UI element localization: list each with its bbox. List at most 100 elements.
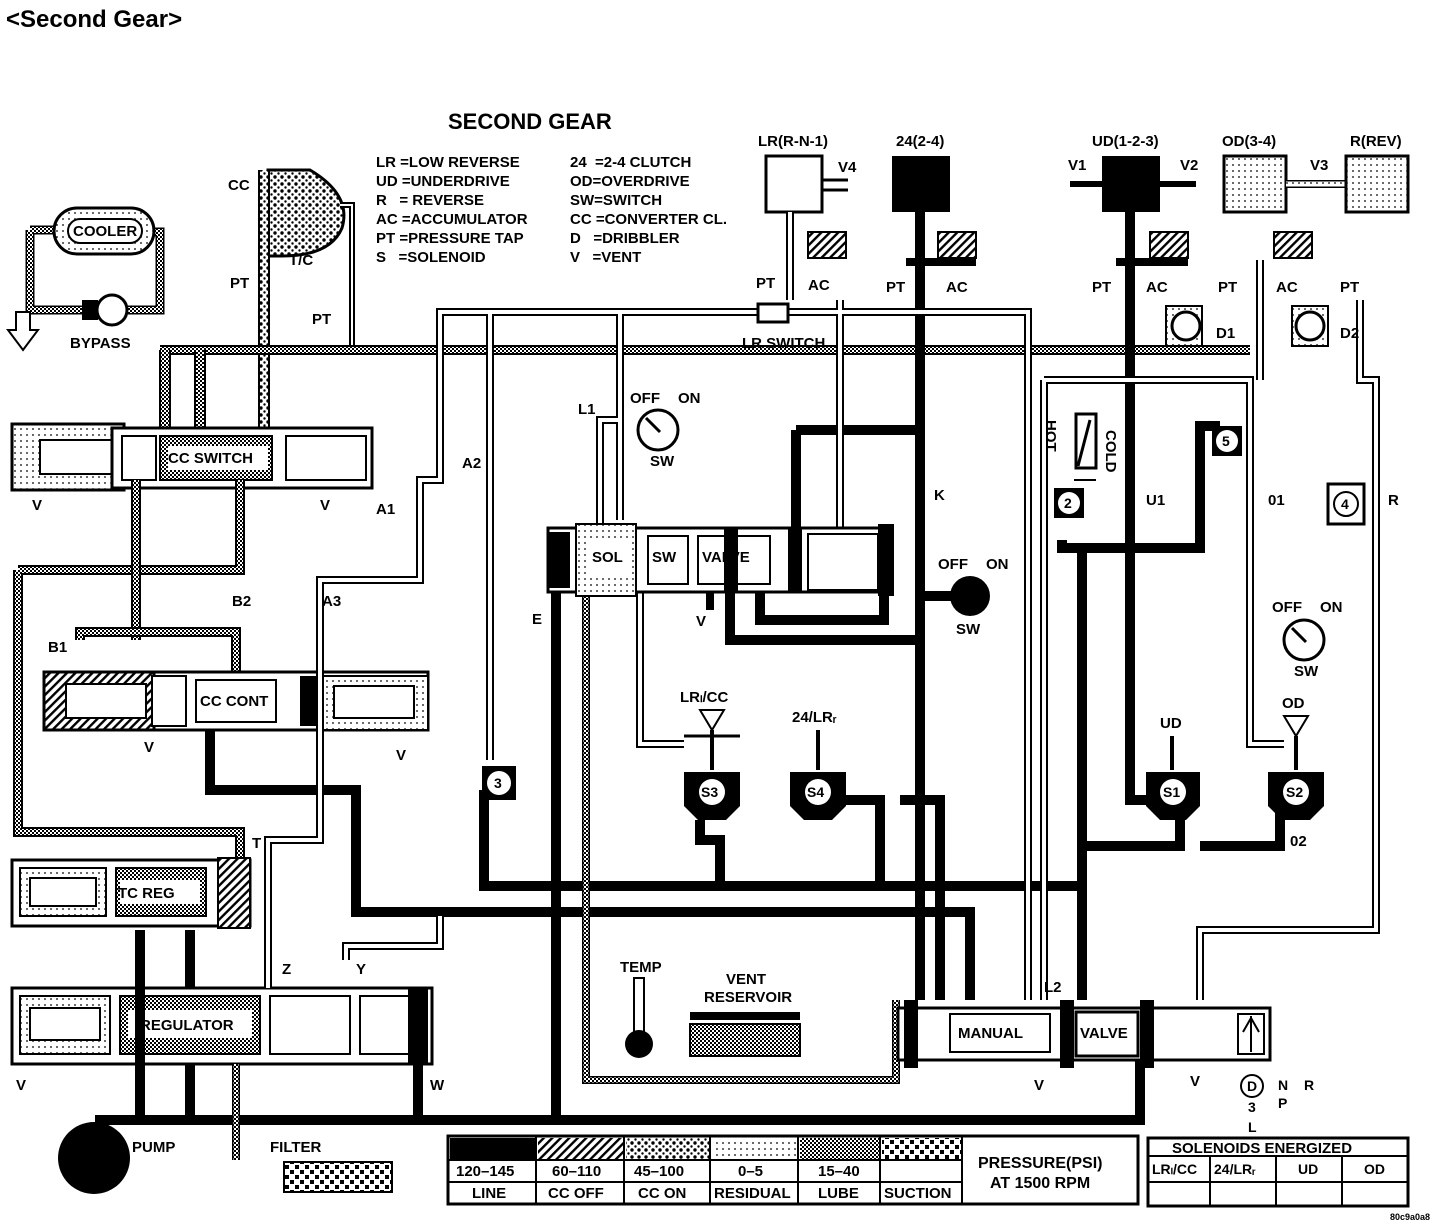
pressure-switch-k: OFF ON SW <box>938 556 1009 638</box>
shift-pos-r: R <box>1304 1077 1314 1093</box>
passage-a3: A3 <box>322 593 341 610</box>
switch-sw-2: SW <box>956 621 981 638</box>
sol-table-col-1: LRₗ/CC <box>1152 1161 1197 1177</box>
check-ball-2: 2 <box>1054 488 1084 518</box>
passage-a1: A1 <box>376 501 395 518</box>
cc-cont-label: CC CONT <box>200 693 268 710</box>
vent-label-v2: V2 <box>1180 157 1198 174</box>
passage-y: Y <box>356 961 366 978</box>
cc-switch-label: CC SWITCH <box>168 450 253 467</box>
clutch-lr-label: LR(R-N-1) <box>758 133 828 150</box>
switch-on-1: ON <box>678 390 701 407</box>
check-ball-2-label: 2 <box>1064 495 1072 511</box>
pt-label-rev: PT <box>1340 279 1359 296</box>
abbr-right-6: V =VENT <box>570 249 641 266</box>
abbr-left-3: R = REVERSE <box>376 192 484 209</box>
cc-label: CC <box>228 177 250 194</box>
solenoid-s4-label: 24/LRᵣ <box>792 709 837 726</box>
abbr-left-5: PT =PRESSURE TAP <box>376 230 524 247</box>
line-pressure-circuit <box>95 160 1285 1160</box>
tc-reg-label: TC REG <box>118 885 175 902</box>
abbr-left-4: AC =ACCUMULATOR <box>376 211 528 228</box>
vent-label-man-2: V <box>1190 1073 1200 1090</box>
switch-off-1: OFF <box>630 390 660 407</box>
vent-label-ssv: V <box>696 613 706 630</box>
solenoid-s1: UD S1 <box>1146 715 1200 820</box>
ac-label-24: AC <box>946 279 968 296</box>
page-title: <Second Gear> <box>6 6 182 33</box>
passage-u1: U1 <box>1146 492 1165 509</box>
abbreviation-key: LR =LOW REVERSE UD =UNDERDRIVE R = REVER… <box>376 154 727 266</box>
switch-on-2: ON <box>986 556 1009 573</box>
clutch-lr: LR(R-N-1) V4 PT AC LR SWITCH <box>742 133 857 352</box>
clutch-rev: R(REV) PT D2 <box>1291 133 1410 347</box>
pump: PUMP <box>58 1122 175 1194</box>
temperature-sensor: TEMP <box>620 959 662 1058</box>
switch-sw-1: SW <box>650 453 675 470</box>
legend-title-1: PRESSURE(PSI) <box>978 1155 1102 1172</box>
check-ball-3: 3 <box>482 766 516 800</box>
shift-pos-p: P <box>1278 1095 1287 1111</box>
cooler-label: COOLER <box>73 223 137 240</box>
switch-off-3: OFF <box>1272 599 1302 616</box>
filter: FILTER <box>270 1139 393 1193</box>
check-ball-5: 5 <box>1212 426 1242 456</box>
clutch-od: OD(3-4) V3 PT AC D1 <box>1165 133 1346 347</box>
filter-label: FILTER <box>270 1139 322 1156</box>
shift-pos-d: D <box>1247 1078 1257 1094</box>
vent-label-ccc-2: V <box>396 747 406 764</box>
legend-range-lube: 15–40 <box>818 1163 860 1180</box>
solenoid-s3-id: S3 <box>701 784 718 800</box>
pt-label-tc-right: PT <box>312 311 331 328</box>
vent-label-v4: V4 <box>838 159 857 176</box>
passage-r: R <box>1388 492 1399 509</box>
passage-z: Z <box>282 961 291 978</box>
ac-label-lr: AC <box>808 277 830 294</box>
passage-b1: B1 <box>48 639 67 656</box>
pt-label-ud: PT <box>1092 279 1111 296</box>
hot-label: HOT <box>1042 420 1059 452</box>
dribbler-d2: D2 <box>1340 325 1359 342</box>
abbr-right-4: CC =CONVERTER CL. <box>570 211 727 228</box>
sol-table-col-4: OD <box>1364 1161 1385 1177</box>
pt-label-24: PT <box>886 279 905 296</box>
legend-name-ccoff: CC OFF <box>548 1185 604 1202</box>
vent-reservoir-label-2: RESERVOIR <box>704 989 792 1006</box>
drain-arrow-icon <box>6 311 40 352</box>
pressure-regulator-valve: REGULATOR V Z Y W <box>10 961 445 1094</box>
legend-name-suction: SUCTION <box>884 1185 952 1202</box>
pt-label-od-1: PT <box>1218 279 1237 296</box>
pressure-legend: 120–145 60–110 45–100 0–5 15–40 LINE CC … <box>446 1134 1140 1206</box>
sw-valve-label: SW <box>652 549 677 566</box>
legend-range-ccoff: 60–110 <box>552 1163 601 1180</box>
thermal-valve: HOT COLD U1 01 R <box>1042 412 1399 509</box>
shift-pos-n: N <box>1278 1077 1288 1093</box>
clutch-24-label: 24(2-4) <box>896 133 944 150</box>
solenoid-s1-id: S1 <box>1163 784 1180 800</box>
sol-table-col-3: UD <box>1298 1161 1318 1177</box>
vent-label-v3: V3 <box>1310 157 1328 174</box>
vent-reservoir-label-1: VENT <box>726 971 766 988</box>
cc-control-valve: B1 B2 A3 CC CONT V V <box>42 593 430 764</box>
cc-switch-valve: CC SWITCH V V A1 A2 <box>10 422 481 518</box>
check-ball-3-label: 3 <box>494 775 502 791</box>
solenoid-s2-id: S2 <box>1286 784 1303 800</box>
switch-off-2: OFF <box>938 556 968 573</box>
solenoid-s2-label: OD <box>1282 695 1305 712</box>
legend-range-line: 120–145 <box>456 1163 514 1180</box>
solenoid-s4-id: S4 <box>807 784 824 800</box>
vent-label-ccs-1: V <box>32 497 42 514</box>
sol-table-col-2: 24/LRᵣ <box>1214 1161 1256 1177</box>
bypass-check-ball-icon <box>95 293 129 327</box>
abbr-left-1: LR =LOW REVERSE <box>376 154 520 171</box>
passage-l2: L2 <box>1044 979 1062 996</box>
legend-title-2: AT 1500 RPM <box>990 1175 1090 1192</box>
sol-table-title: SOLENOIDS ENERGIZED <box>1172 1140 1352 1157</box>
manual-label: MANUAL <box>958 1025 1023 1042</box>
figure-code: 80c9a0a8 <box>1390 1212 1430 1222</box>
check-ball-4: 4 <box>1326 482 1366 526</box>
vent-label-ccs-2: V <box>320 497 330 514</box>
cold-label: COLD <box>1102 430 1119 473</box>
abbr-right-2: OD=OVERDRIVE <box>570 173 690 190</box>
